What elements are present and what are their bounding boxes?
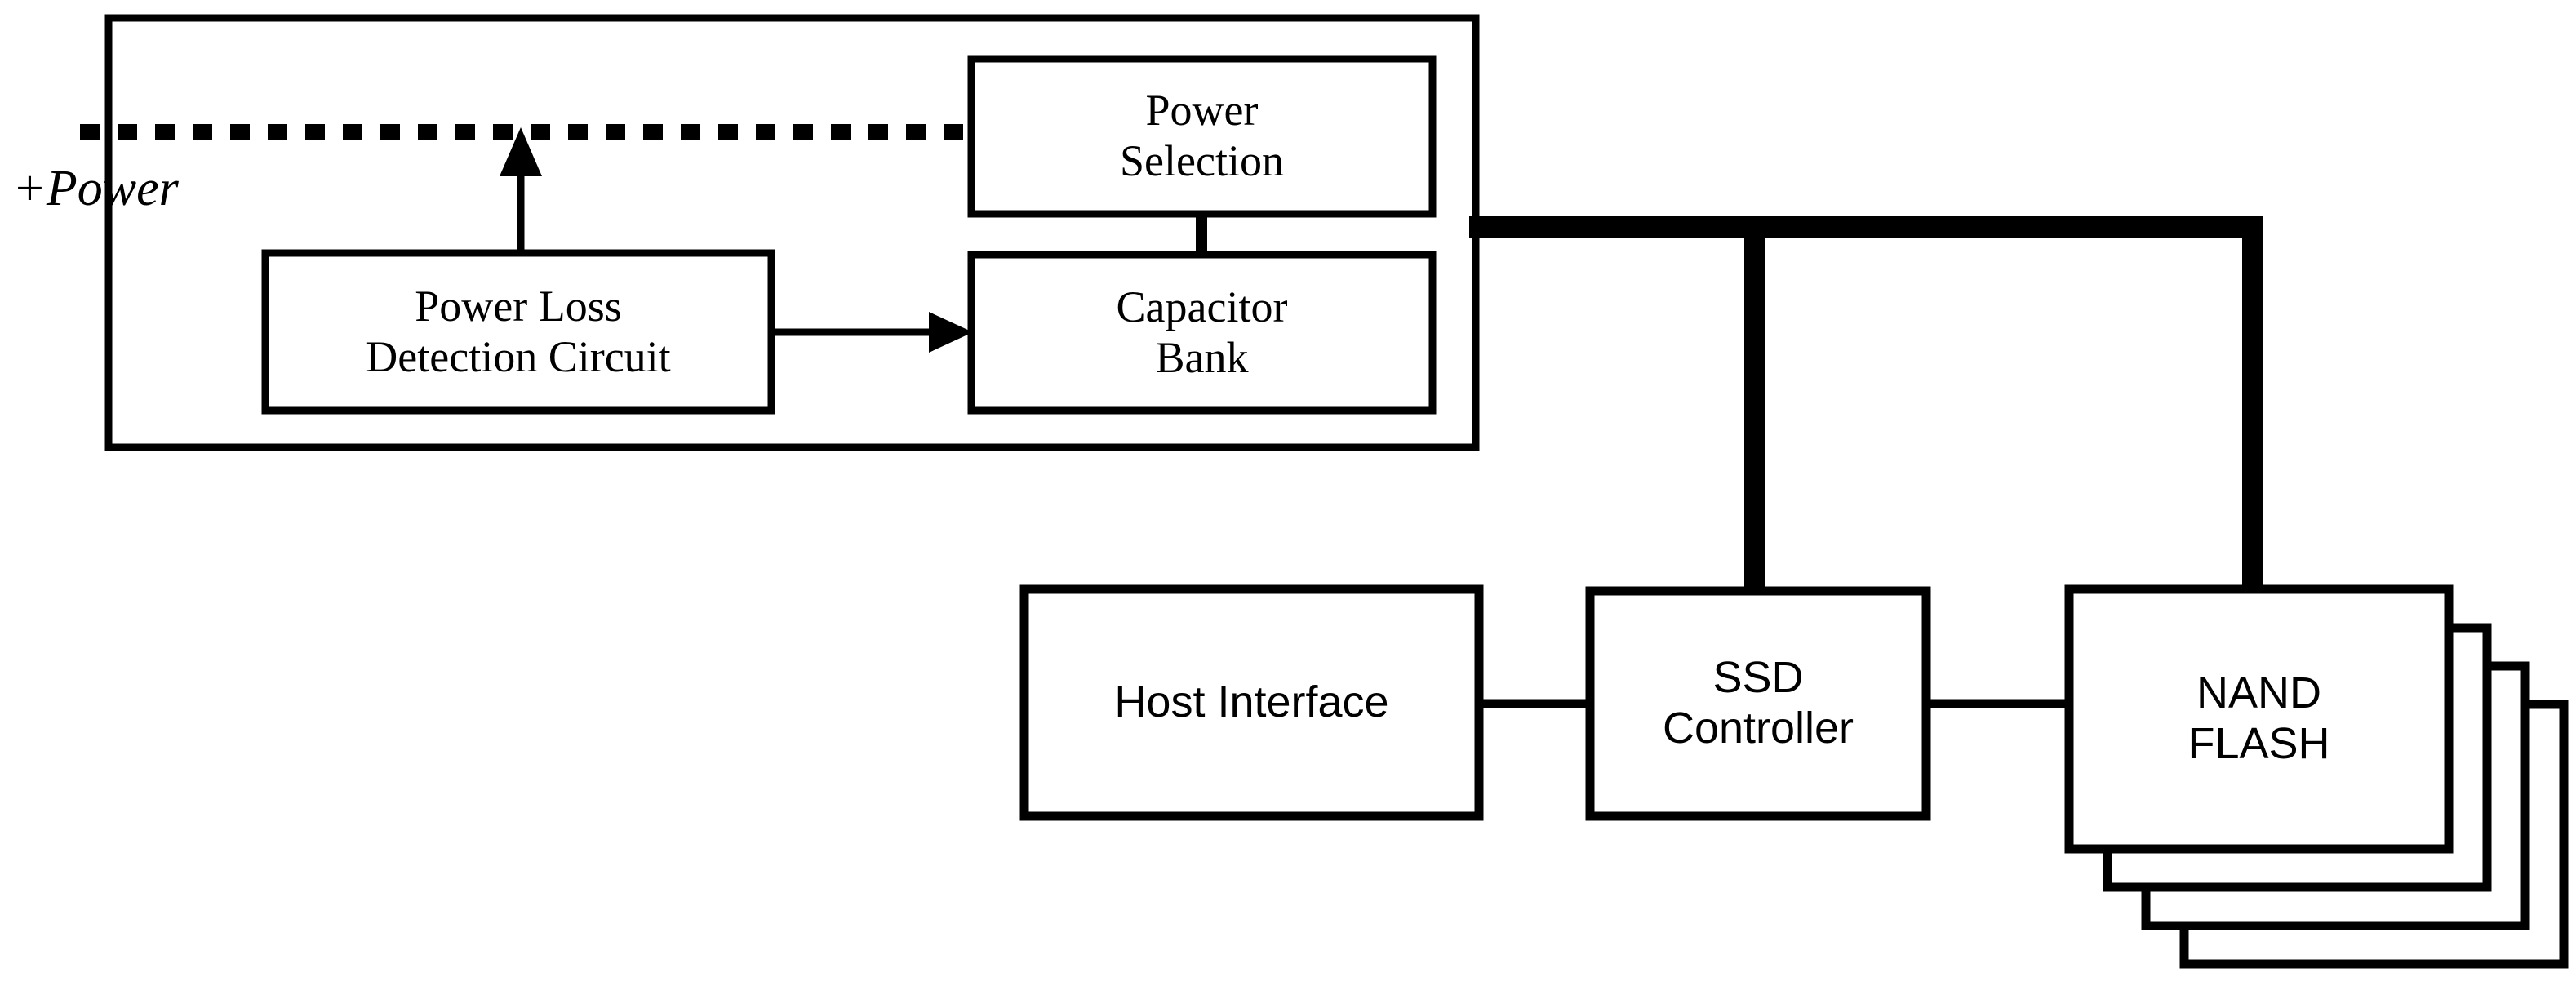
power-loss-detection-circuit-box[interactable] xyxy=(261,249,775,415)
power-rail-label: +Power xyxy=(12,161,179,216)
host-interface-box[interactable] xyxy=(1019,584,1484,821)
detection-to-capacitor-arrowhead xyxy=(929,312,973,353)
detection-to-rail-arrowhead xyxy=(500,127,542,176)
power-selection-box[interactable] xyxy=(967,55,1437,218)
capacitor-bank-box[interactable] xyxy=(967,251,1437,415)
nand-flash-box[interactable] xyxy=(2064,584,2454,854)
ssd-controller-box[interactable] xyxy=(1585,586,1931,821)
